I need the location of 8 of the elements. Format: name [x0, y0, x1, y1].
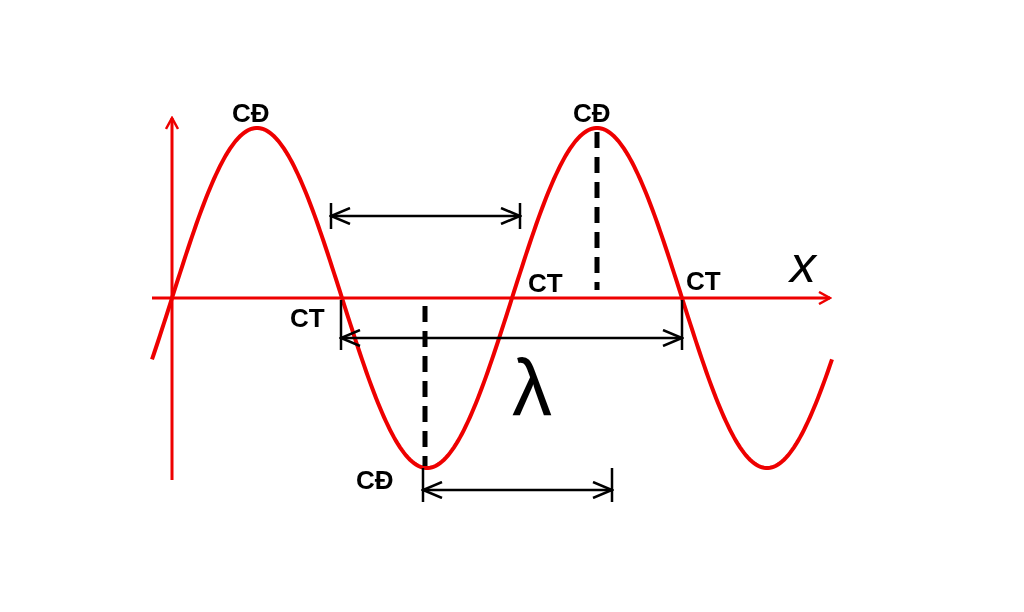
crest-label: CĐ	[573, 100, 611, 126]
crest-label: CĐ	[232, 100, 270, 126]
node-label: CT	[686, 268, 721, 294]
node-label: CT	[290, 305, 325, 331]
axis-label: x	[790, 238, 816, 290]
crest-label: CĐ	[356, 467, 394, 493]
node-label: CT	[528, 270, 563, 296]
wavelength-symbol: λ	[512, 348, 552, 428]
